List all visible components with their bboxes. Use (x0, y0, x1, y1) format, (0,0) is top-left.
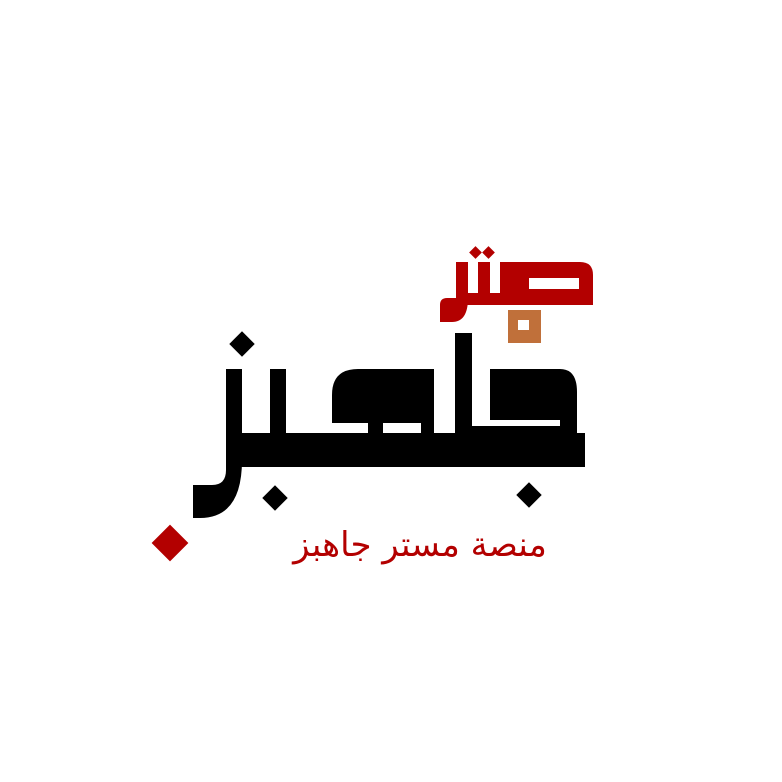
logo-tagline: منصة مستر جاهبز (293, 525, 547, 565)
logo-main-word-jahez (193, 331, 585, 518)
dot-icon (469, 246, 482, 259)
dot-icon (516, 482, 542, 508)
dot-icon (482, 246, 495, 259)
dot-icon (229, 331, 255, 357)
dot-icon (262, 485, 288, 511)
red-diamond-icon (151, 524, 189, 562)
logo-orange-square (508, 310, 541, 343)
